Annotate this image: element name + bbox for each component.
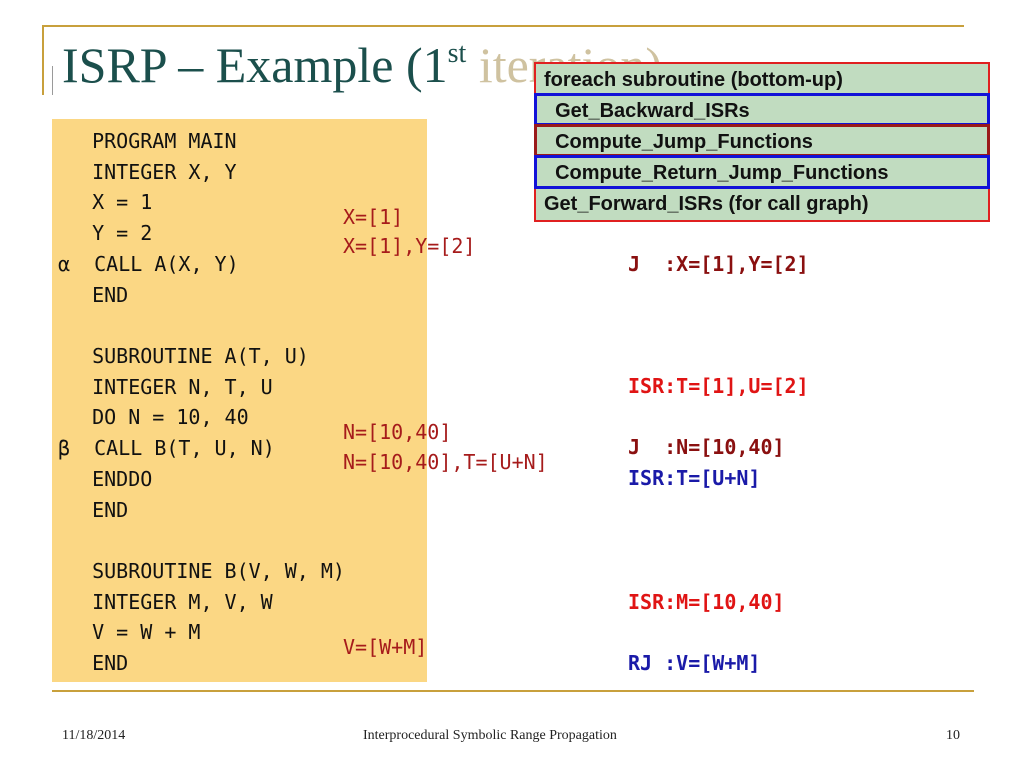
result-return-jump-b: RJ :V=[W+M] xyxy=(628,651,761,675)
code-line: INTEGER M, V, W xyxy=(68,590,273,614)
code-line: Y = 2 xyxy=(68,221,153,245)
top-rule xyxy=(42,25,964,27)
code-line: SUBROUTINE A(T, U) xyxy=(68,344,309,368)
code-line: END xyxy=(68,498,129,522)
algorithm-box xyxy=(534,62,990,222)
code-line: SUBROUTINE B(V, W, M) xyxy=(68,559,345,583)
bottom-rule xyxy=(52,690,974,692)
result-isr-a: ISR:T=[1],U=[2] xyxy=(628,374,809,398)
algo-line-compute-jump-functions: Compute_Jump_Functions xyxy=(544,131,813,153)
left-gray-rule xyxy=(52,66,53,95)
code-line: END xyxy=(68,651,129,675)
code-panel xyxy=(52,119,427,682)
footer-page-number: 10 xyxy=(946,728,960,743)
code-line: END xyxy=(68,283,129,307)
result-jump-a: J :N=[10,40] xyxy=(628,435,785,459)
algo-line-compute-return-jump-functions: Compute_Return_Jump_Functions xyxy=(544,162,889,184)
highlight-compute-return-jump-functions xyxy=(534,155,990,189)
algo-line-get-forward-isrs: Get_Forward_ISRs (for call graph) xyxy=(544,193,869,215)
algo-line-get-backward-isrs: Get_Backward_ISRs xyxy=(544,100,750,122)
title-superscript: st xyxy=(447,38,467,69)
code-line: INTEGER N, T, U xyxy=(68,375,273,399)
annotation-range: N=[10,40],T=[U+N] xyxy=(343,450,548,474)
code-line: PROGRAM MAIN xyxy=(68,129,237,153)
footer-date: 11/18/2014 xyxy=(62,728,126,743)
title-main: ISRP – Example (1 xyxy=(62,37,448,93)
annotation-range: X=[1] xyxy=(343,205,404,229)
algo-line-foreach: foreach subroutine (bottom-up) xyxy=(544,69,843,91)
annotation-range: X=[1],Y=[2] xyxy=(343,234,476,258)
code-line: X = 1 xyxy=(68,190,153,214)
result-jump-main: J :X=[1],Y=[2] xyxy=(628,252,809,276)
result-isr-a-forward: ISR:T=[U+N] xyxy=(628,466,761,490)
annotation-range: V=[W+M] xyxy=(343,635,428,659)
result-isr-b: ISR:M=[10,40] xyxy=(628,590,785,614)
code-line: V = W + M xyxy=(68,620,201,644)
annotation-range: N=[10,40] xyxy=(343,420,452,444)
code-line: ENDDO xyxy=(68,467,153,491)
code-line: DO N = 10, 40 xyxy=(68,405,249,429)
code-line: INTEGER X, Y xyxy=(68,160,237,184)
code-line: β CALL B(T, U, N) xyxy=(58,436,275,460)
left-rule xyxy=(42,25,44,95)
footer-subtitle: Interprocedural Symbolic Range Propagati… xyxy=(363,728,617,743)
code-line: α CALL A(X, Y) xyxy=(58,252,239,276)
